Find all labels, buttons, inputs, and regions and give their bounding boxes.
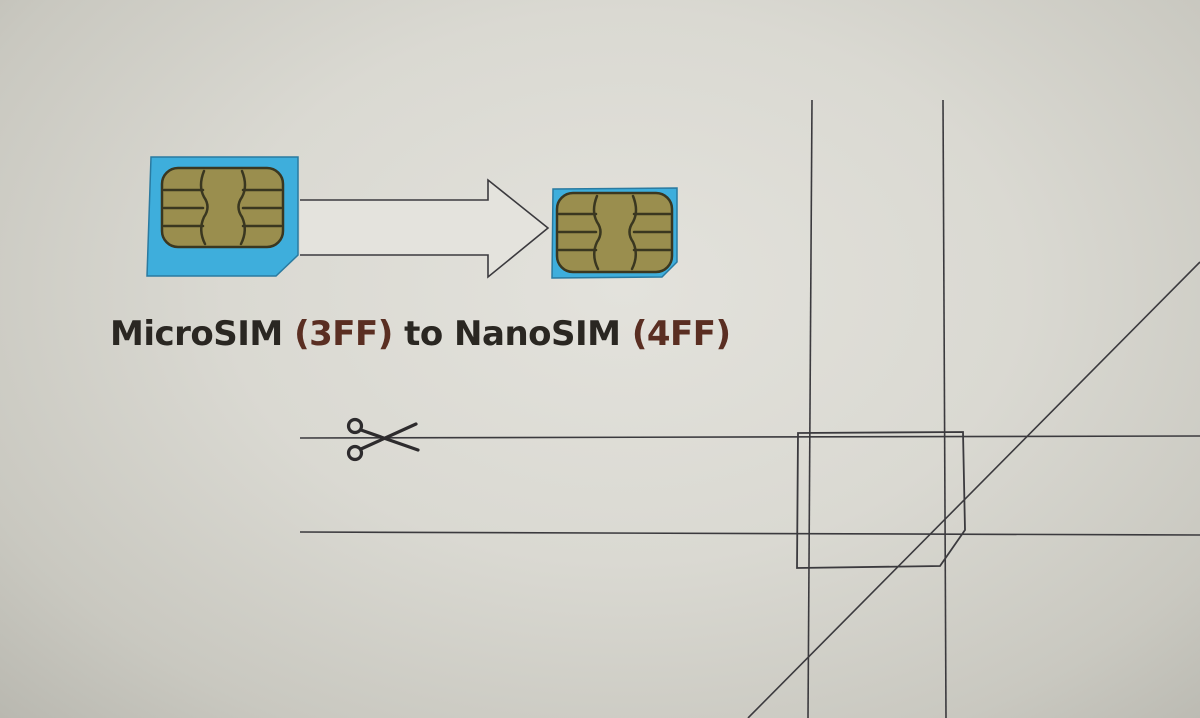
caption-micro-format: (3FF) (294, 314, 393, 354)
micro-sim-chip-contacts (162, 169, 283, 246)
scissors-icon (346, 417, 420, 462)
arrow-right-icon (300, 178, 550, 279)
horizontal-guide-top (299, 435, 1200, 439)
nano-sim-card-icon (551, 187, 678, 279)
nano-sim-chip-contacts (557, 194, 672, 271)
scissors-ring-top (346, 417, 364, 435)
micro-sim-card-icon (146, 156, 299, 277)
scissors-blade-bottom (359, 422, 418, 451)
horizontal-guide-bottom (299, 531, 1200, 536)
nano-sim-outline (796, 431, 966, 569)
cut-guide-lines (299, 99, 1200, 718)
caption-nano-label: to NanoSIM (392, 314, 632, 354)
caption-micro-label: MicroSIM (110, 314, 295, 354)
vertical-guide-right (942, 99, 947, 718)
diagonal-guide (747, 261, 1200, 718)
scissors-ring-bottom (346, 444, 364, 462)
scissors-blade-top (359, 428, 420, 452)
caption-nano-format: (4FF) (631, 314, 731, 354)
vertical-guide-left (807, 99, 813, 718)
template-caption: MicroSIM (3FF) to NanoSIM (4FF) (110, 314, 731, 354)
